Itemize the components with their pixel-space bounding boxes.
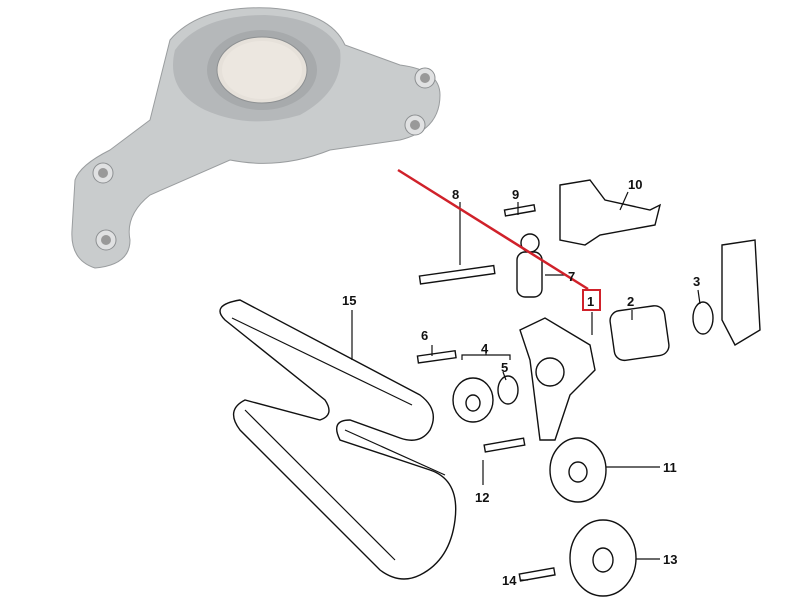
part-shapes — [416, 179, 761, 597]
callout-3[interactable]: 3 — [693, 274, 700, 289]
highlight-leader-line — [397, 168, 589, 291]
drive-belt-15 — [219, 299, 457, 580]
callout-11[interactable]: 11 — [663, 460, 677, 475]
bracket-photo — [71, 7, 441, 269]
callout-12[interactable]: 12 — [475, 490, 489, 505]
callout-15[interactable]: 15 — [342, 293, 356, 308]
callout-7[interactable]: 7 — [568, 269, 575, 284]
callout-13[interactable]: 13 — [663, 552, 677, 567]
callout-labels: 1 2 3 4 5 6 7 8 9 10 11 12 13 14 15 — [342, 177, 700, 588]
callout-1[interactable]: 1 — [587, 294, 594, 309]
callout-5[interactable]: 5 — [501, 360, 508, 375]
callout-9[interactable]: 9 — [512, 187, 519, 202]
callout-10[interactable]: 10 — [628, 177, 642, 192]
highlight-box — [582, 289, 601, 311]
callout-2[interactable]: 2 — [627, 294, 634, 309]
callout-6[interactable]: 6 — [421, 328, 428, 343]
leader-lines — [351, 191, 701, 581]
callout-4[interactable]: 4 — [481, 341, 489, 356]
callout-14[interactable]: 14 — [502, 573, 517, 588]
callout-8[interactable]: 8 — [452, 187, 459, 202]
